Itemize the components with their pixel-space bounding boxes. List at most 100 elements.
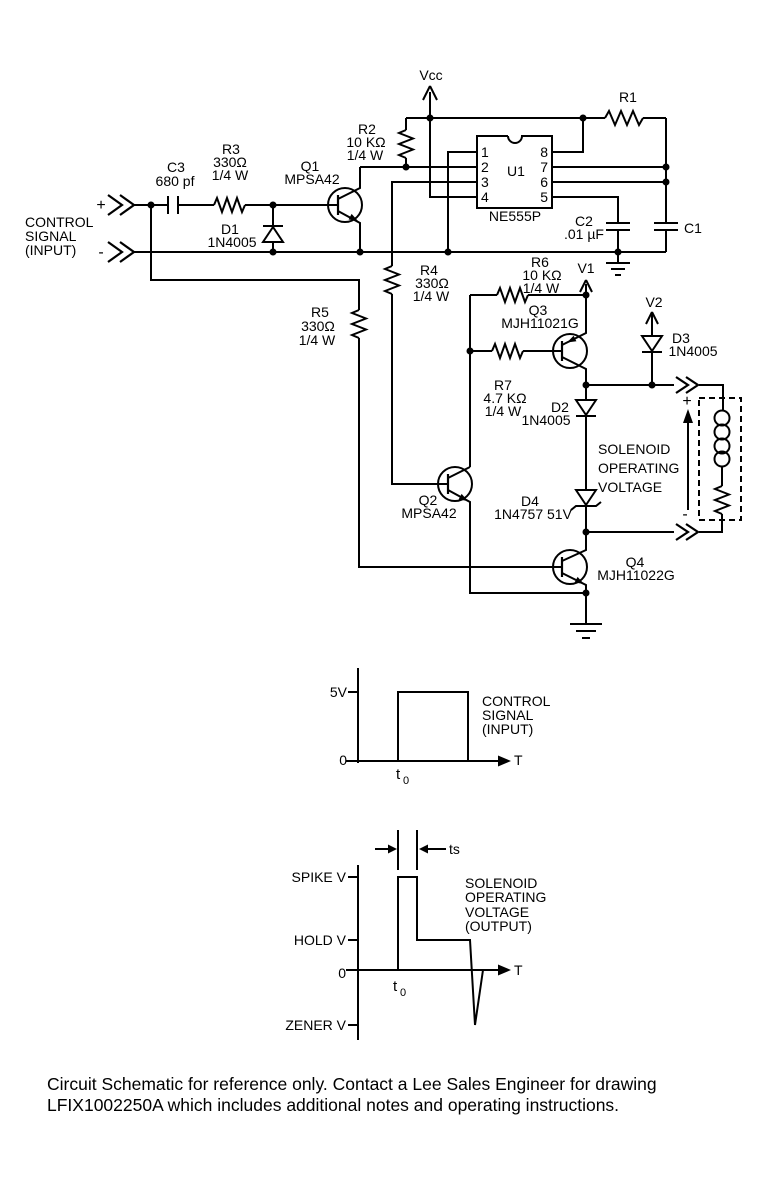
wire-d3-v2: [645, 311, 659, 385]
capacitor-c1-icon: [654, 222, 678, 231]
transistor-q4-icon: [552, 532, 588, 593]
d1-part: 1N4005: [207, 234, 256, 250]
c1-ref: C1: [684, 220, 702, 236]
transistor-q3-icon: [552, 295, 588, 385]
wf1-caption-line3: (INPUT): [482, 721, 533, 737]
wf2-zener-label: ZENER V: [285, 1017, 346, 1033]
ground-icon-c2: [606, 252, 630, 276]
d1-ref: D1: [221, 221, 239, 237]
wf1-t0-sub: 0: [403, 775, 409, 787]
schematic-labels: + - CONTROL SIGNAL (INPUT) C3 680 pf R3 …: [25, 67, 718, 583]
wf2-ts-right-arrow-icon: [419, 844, 428, 854]
q2-part: MPSA42: [401, 505, 456, 521]
q2-ref: Q2: [419, 492, 438, 508]
wf1-zero-label: 0: [339, 752, 347, 768]
q1-part: MPSA42: [284, 171, 339, 187]
input-label-line2: SIGNAL: [25, 228, 77, 244]
resistor-r2-icon: [396, 129, 416, 159]
d2-part: 1N4005: [521, 412, 570, 428]
solenoid-label-line1: SOLENOID: [598, 441, 670, 457]
r5-rating: 1/4 W: [299, 332, 336, 348]
diode-d3-icon: [640, 335, 664, 353]
wf2-caption-line1: SOLENOID: [465, 875, 537, 891]
waveform-input-plot: 5V 0 T t 0 CONTROL SIGNAL (INPUT): [330, 668, 551, 787]
wf2-t-label: T: [514, 962, 523, 978]
footer-line2: LFIX1002250A which includes additional n…: [47, 1095, 619, 1115]
u1-pin3: 3: [481, 174, 489, 190]
wf1-t-label: T: [514, 752, 523, 768]
solenoid-voltage-arrow: [683, 409, 693, 510]
u1-pin8: 8: [540, 144, 548, 160]
d4-part: 1N4757 51V: [494, 506, 573, 522]
r4-value: 330Ω: [415, 275, 449, 291]
wf1-x-arrow-icon: [498, 755, 511, 767]
r3-value: 330Ω: [213, 154, 247, 170]
r2-value: 10 KΩ: [346, 134, 385, 150]
connector-chevrons: [107, 194, 700, 541]
wire-pin3-r4-q2base: [391, 181, 477, 485]
resistor-r4-icon: [382, 265, 402, 295]
u1-pin5: 5: [540, 189, 548, 205]
wf1-caption-line2: SIGNAL: [482, 707, 534, 723]
wire-output-node: [586, 384, 724, 411]
u1-pin6: 6: [540, 174, 548, 190]
r7-value: 4.7 KΩ: [483, 390, 526, 406]
d3-ref: D3: [672, 330, 690, 346]
resistor-load-icon: [712, 485, 732, 515]
u1-pin1: 1: [481, 144, 489, 160]
input-label-line3: (INPUT): [25, 242, 76, 258]
r4-rating: 1/4 W: [413, 288, 450, 304]
r1-ref: R1: [619, 89, 637, 105]
r6-ref: R6: [531, 254, 549, 270]
footer-line1: Circuit Schematic for reference only. Co…: [47, 1074, 657, 1094]
r2-ref: R2: [358, 121, 376, 137]
q4-ref: Q4: [626, 554, 645, 570]
input-minus-chevron-icon: [107, 241, 136, 263]
q3-part: MJH11021G: [501, 315, 579, 331]
resistor-r7-icon: [491, 341, 524, 361]
output-plus-chevron-icon: [675, 376, 700, 394]
resistor-symbols: [213, 108, 732, 515]
q1-ref: Q1: [301, 158, 320, 174]
solenoid-coil-icon: [713, 409, 731, 468]
wf2-ts-label: ts: [449, 841, 460, 857]
capacitor-c3-icon: [167, 196, 179, 214]
wire-pin4-vcc: [429, 118, 477, 198]
wf2-spike-label: SPIKE V: [292, 869, 347, 885]
u1-part: NE555P: [489, 208, 541, 224]
d3-part: 1N4005: [668, 343, 717, 359]
diode-d2-icon: [574, 399, 598, 417]
wire-input-branch-r5-q4base: [150, 205, 562, 568]
vcc-label: Vcc: [419, 67, 442, 83]
wf2-caption-line4: (OUTPUT): [465, 918, 532, 934]
junction-dots: [147, 114, 670, 597]
diode-symbols: [261, 205, 664, 511]
resistor-r5-icon: [349, 309, 369, 339]
resistor-r3-icon: [213, 195, 246, 215]
ground-icon-q4: [570, 593, 602, 639]
wire-q2-emitter-junction: [447, 489, 586, 594]
wire-r6-branch: [469, 294, 586, 467]
solenoid-load: [683, 397, 742, 521]
r6-value: 10 KΩ: [522, 267, 561, 283]
wf2-t0-sub: 0: [400, 987, 406, 999]
wf2-caption-line3: VOLTAGE: [465, 904, 529, 920]
ic-u1-body: [476, 135, 553, 209]
wf2-ts-left-arrow-icon: [388, 844, 397, 854]
r5-ref: R5: [311, 304, 329, 320]
footer-caption: Circuit Schematic for reference only. Co…: [47, 1074, 657, 1115]
q3-ref: Q3: [529, 302, 548, 318]
wf1-pulse-trace: [397, 691, 469, 761]
r7-rating: 1/4 W: [485, 403, 522, 419]
d2-ref: D2: [551, 399, 569, 415]
output-minus-chevron-icon: [675, 523, 700, 541]
input-label-line1: CONTROL: [25, 214, 94, 230]
wire-bottom-node: [586, 514, 723, 533]
capacitor-c2-icon: [606, 222, 630, 231]
wf2-t0-label: t: [393, 978, 398, 995]
ic-u1-outline: [476, 135, 553, 209]
wf2-caption-line2: OPERATING: [465, 889, 546, 905]
wire-pin5-c2: [552, 196, 619, 252]
